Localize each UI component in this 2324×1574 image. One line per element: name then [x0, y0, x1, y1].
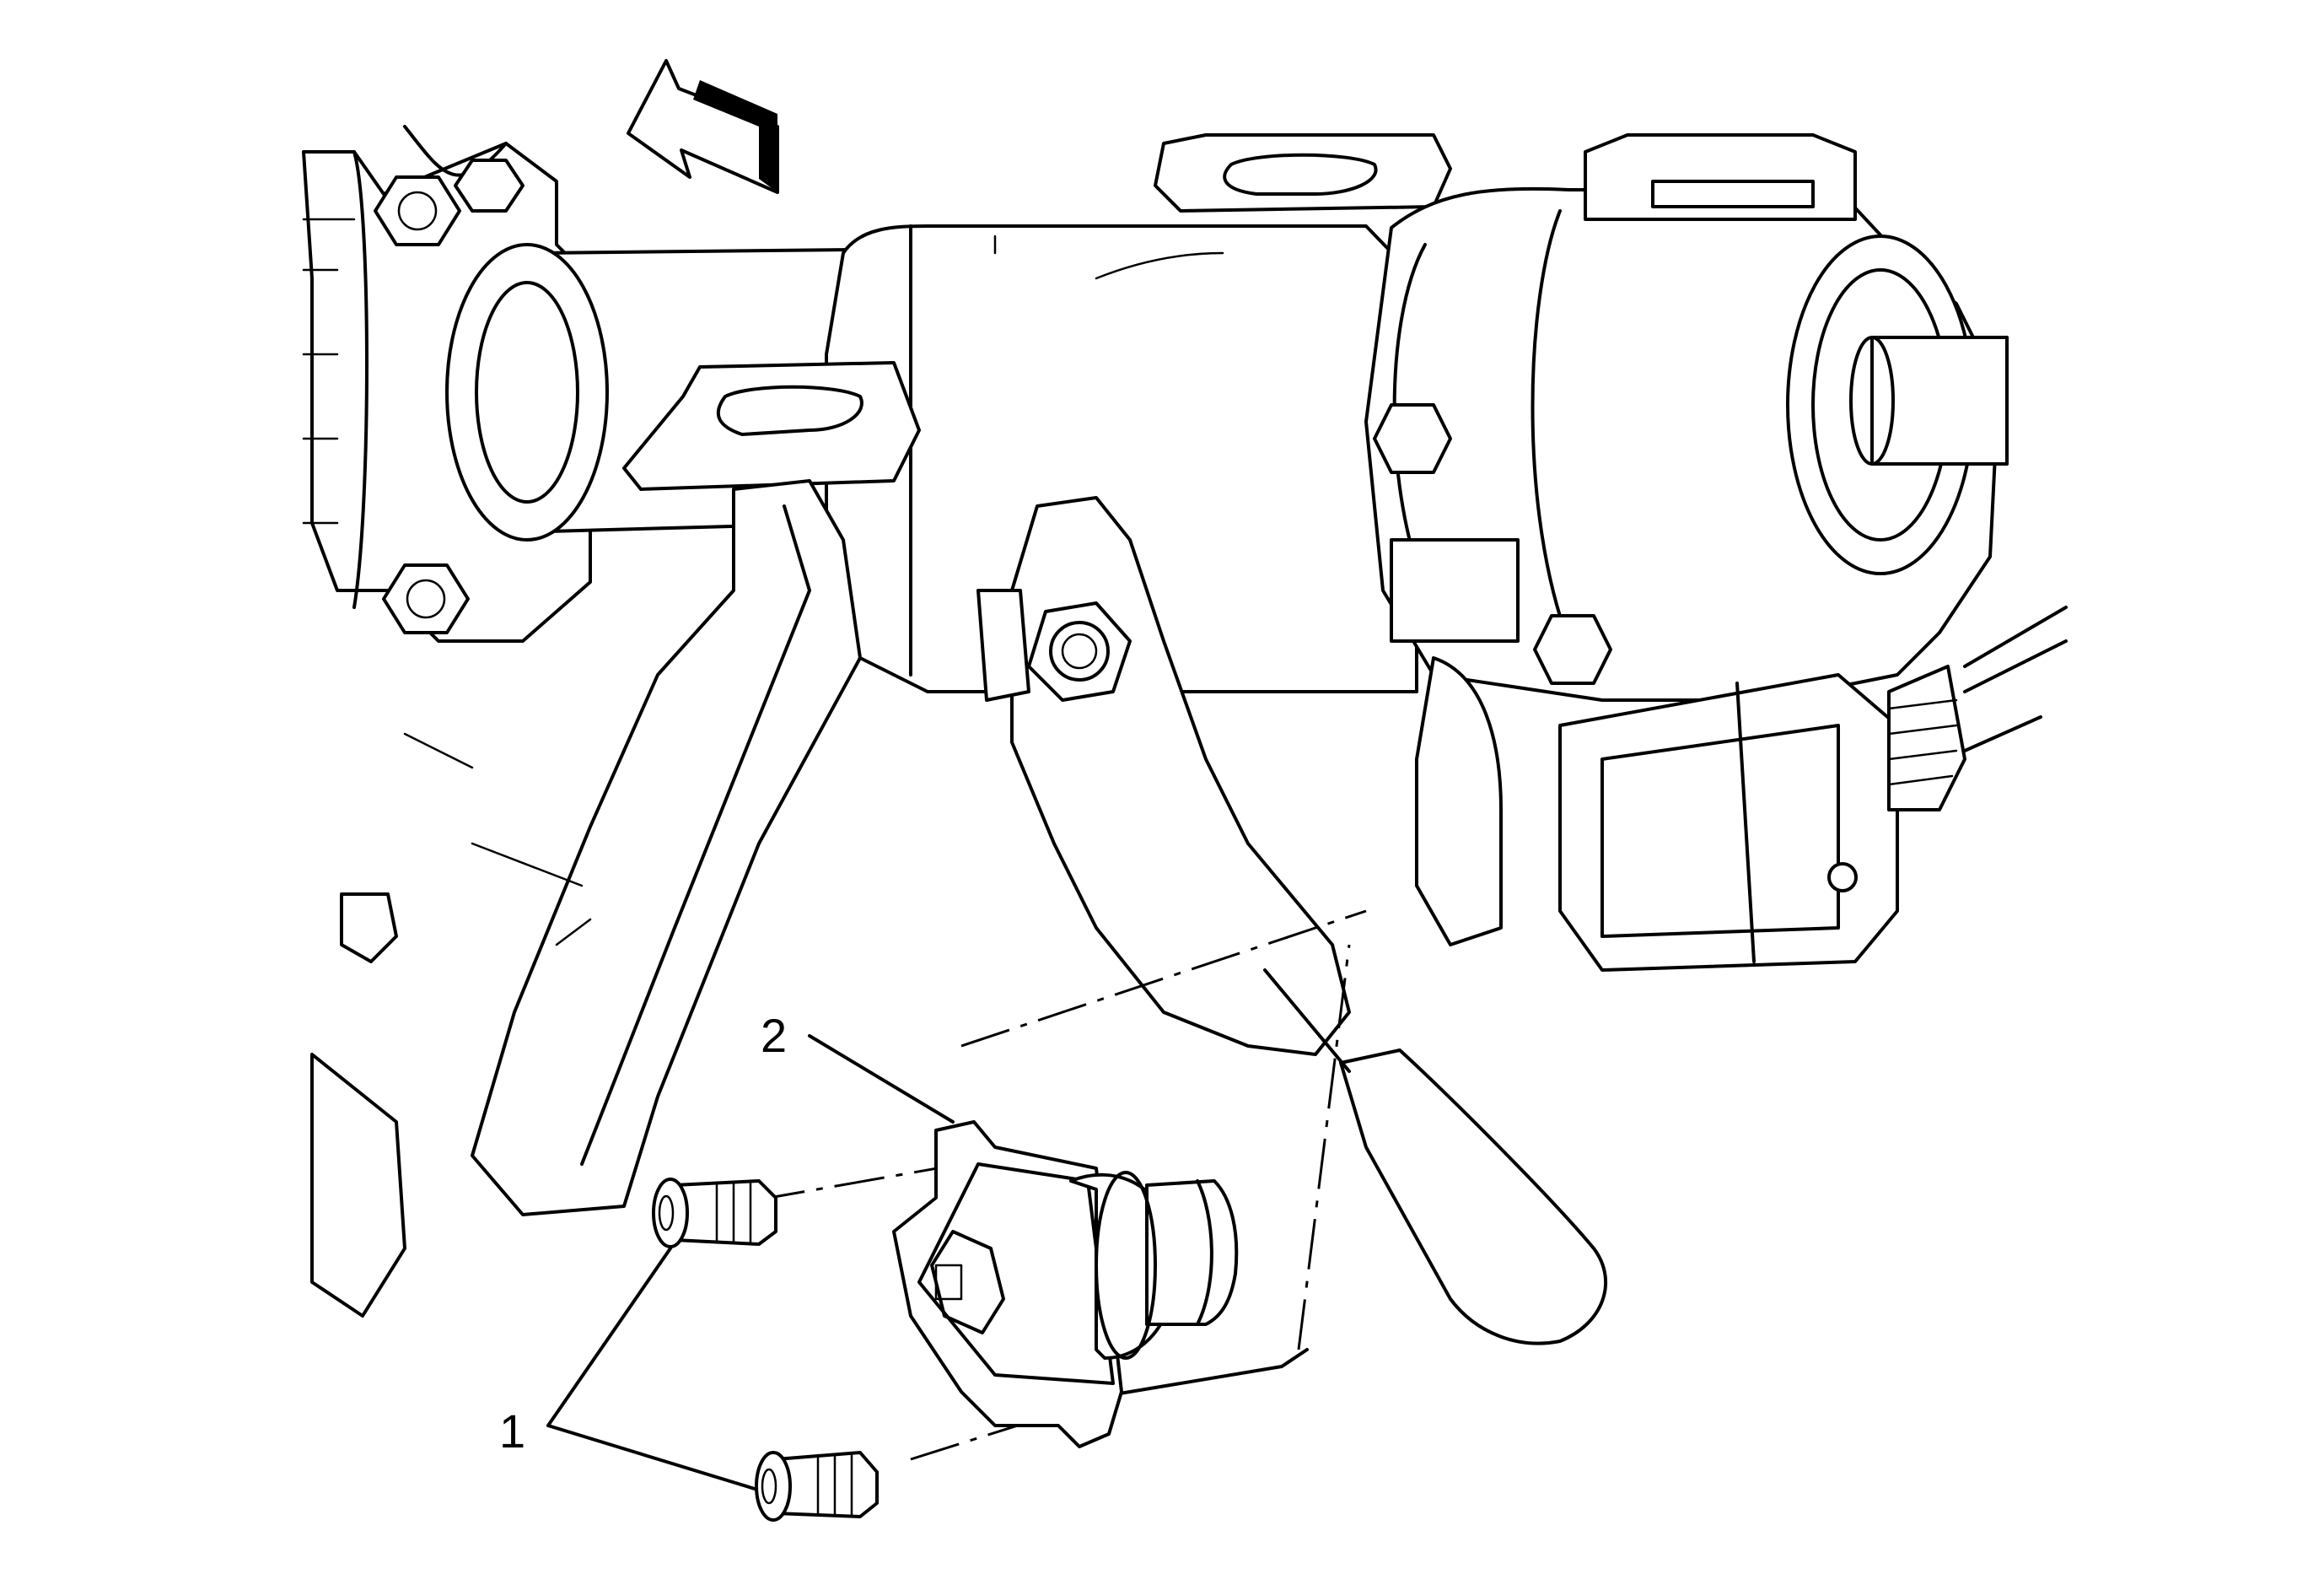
hex-bolt-icon: [382, 563, 470, 634]
tilt-housing: [976, 496, 1351, 1056]
shift-lock-module: [1415, 606, 2068, 972]
callout-label-1: 1: [499, 1404, 525, 1458]
hex-bolt-icon: [1533, 614, 1612, 685]
ignition-switch: [892, 1120, 1239, 1448]
hex-nut-icon: [1027, 601, 1132, 702]
lock-housing: [1364, 133, 2009, 702]
alignment-lines: [754, 909, 1367, 1461]
screw-upper: [652, 1178, 777, 1248]
steering-column-tube: [445, 224, 1418, 693]
hex-bolt-icon: [1373, 403, 1452, 474]
turn-signal-lever: [1263, 968, 1608, 1345]
lower-bracket: [310, 479, 862, 1318]
leader-lines: [546, 1034, 955, 1490]
hex-bolt-icon: [374, 175, 461, 246]
screw-lower: [755, 1451, 879, 1522]
callout-label-2: 2: [761, 1009, 787, 1062]
direction-arrow-icon: [627, 59, 779, 194]
column-mounting-tab: [622, 133, 1452, 491]
